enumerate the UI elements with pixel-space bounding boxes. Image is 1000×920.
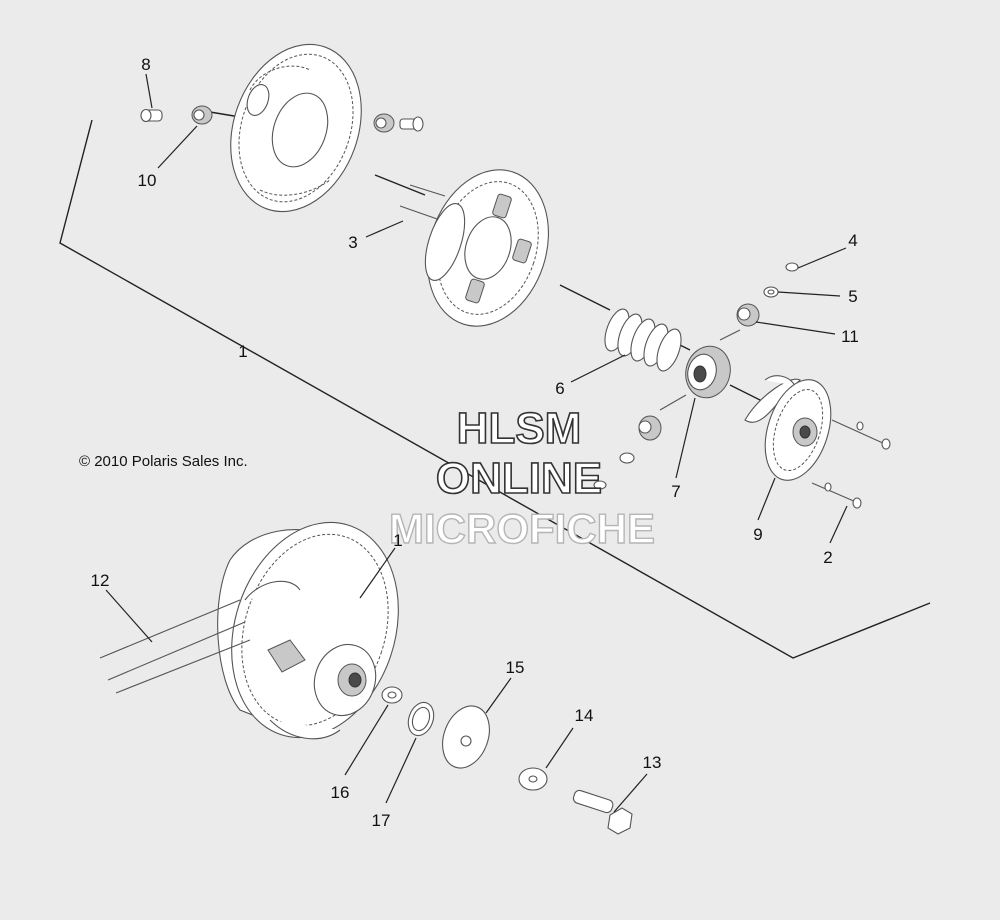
callout-14[interactable]: 14	[575, 706, 594, 725]
part-12-belt[interactable]	[99, 599, 251, 694]
callout-16[interactable]: 16	[331, 783, 350, 802]
part-16-washer[interactable]	[381, 686, 403, 704]
callout-8[interactable]: 8	[141, 55, 150, 74]
part-3-moveable-sheave[interactable]	[399, 154, 568, 342]
callout-6[interactable]: 6	[555, 379, 564, 398]
part-roller-right[interactable]	[373, 113, 395, 133]
part-9-cover[interactable]	[744, 371, 843, 488]
callout-15[interactable]: 15	[506, 658, 525, 677]
callout-1-top[interactable]: 1	[238, 342, 247, 361]
callout-labels: 8 10 3 1 4 5 11 6 7 9 2 12 1 15 14 13 16…	[91, 55, 859, 830]
part-6-spring[interactable]	[600, 306, 686, 374]
part-11-roller[interactable]	[736, 303, 760, 327]
part-5-washer[interactable]	[763, 286, 779, 298]
watermark-line-2: ONLINE	[436, 454, 602, 503]
part-4-clip[interactable]	[785, 262, 799, 272]
callout-5[interactable]: 5	[848, 287, 857, 306]
copyright-text: © 2010 Polaris Sales Inc.	[79, 453, 248, 470]
watermark-line-1: HLSM	[457, 404, 582, 453]
callout-17[interactable]: 17	[372, 811, 391, 830]
callout-2[interactable]: 2	[823, 548, 832, 567]
callout-9[interactable]: 9	[753, 525, 762, 544]
part-clip-lower[interactable]	[593, 480, 607, 490]
part-10-roller-left[interactable]	[191, 105, 213, 125]
watermark: HLSM ONLINE MICROFICHE	[388, 403, 655, 553]
driven-clutch-sheave-top[interactable]	[208, 26, 383, 230]
part-15-large-washer[interactable]	[434, 699, 497, 774]
part-13-bolt[interactable]	[572, 789, 633, 835]
part-1-driven-clutch-assembly[interactable]	[205, 501, 425, 760]
part-2-screws[interactable]	[811, 419, 891, 509]
callout-11[interactable]: 11	[841, 327, 859, 346]
callout-10[interactable]: 10	[138, 171, 157, 190]
part-8-pin[interactable]	[140, 108, 163, 123]
part-screw-top[interactable]	[399, 116, 424, 132]
callout-4[interactable]: 4	[848, 231, 857, 250]
callout-13[interactable]: 13	[643, 753, 662, 772]
part-washer-lower[interactable]	[619, 452, 635, 464]
part-roller-lower[interactable]	[638, 415, 662, 441]
part-14-washer[interactable]	[518, 767, 548, 791]
callout-7[interactable]: 7	[671, 482, 680, 501]
callout-1-bottom[interactable]: 1	[393, 531, 402, 550]
part-17-shim[interactable]	[404, 699, 438, 739]
watermark-line-3: MICROFICHE	[389, 505, 655, 552]
leader-lines	[105, 73, 848, 813]
callout-3[interactable]: 3	[348, 233, 357, 252]
assembly-frame-outline	[59, 119, 931, 659]
callout-12[interactable]: 12	[91, 571, 110, 590]
part-7-spider[interactable]	[659, 329, 741, 411]
